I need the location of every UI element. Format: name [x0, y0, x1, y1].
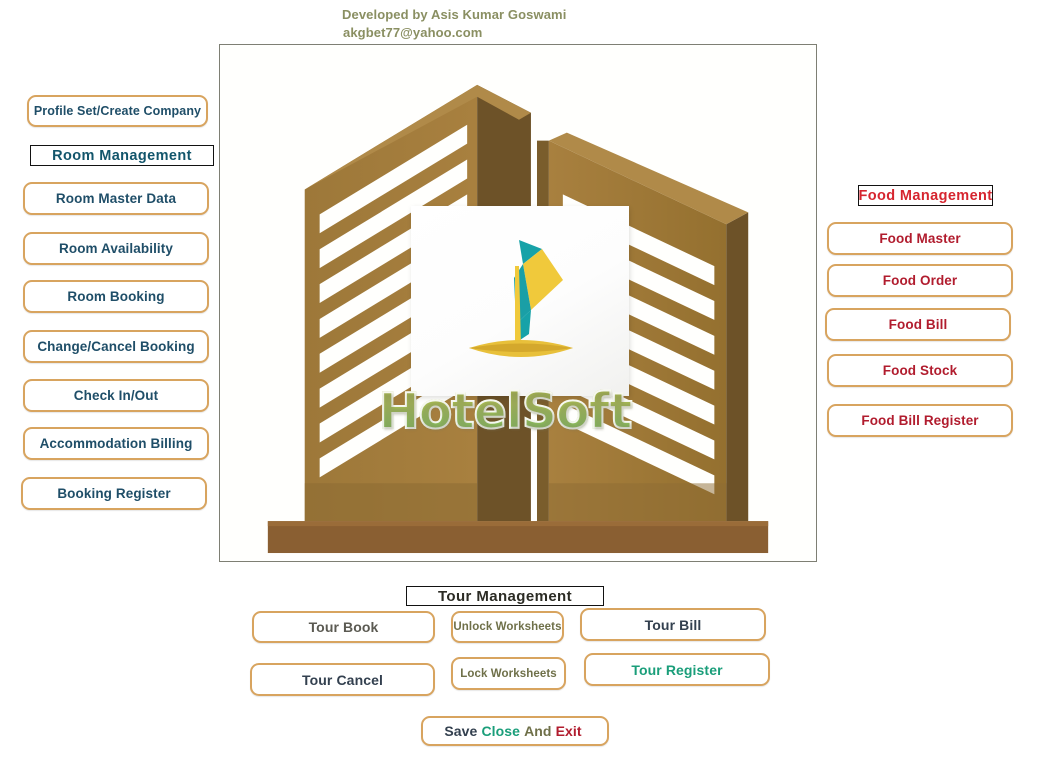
check-in-out-button[interactable]: Check In/Out: [23, 379, 209, 412]
tour-management-header: Tour Management: [406, 586, 604, 606]
profile-set-create-company-button[interactable]: Profile Set/Create Company: [27, 95, 208, 127]
lock-worksheets-button[interactable]: Lock Worksheets: [451, 657, 566, 690]
save-word: Save: [444, 723, 478, 739]
tour-book-button[interactable]: Tour Book: [252, 611, 435, 643]
developer-credit: Developed by Asis Kumar Goswami akgbet77…: [342, 6, 672, 42]
room-booking-button[interactable]: Room Booking: [23, 280, 209, 313]
food-order-button[interactable]: Food Order: [827, 264, 1013, 297]
developer-name: Developed by Asis Kumar Goswami: [342, 7, 567, 22]
sailboat-icon: [469, 240, 573, 357]
tour-bill-button[interactable]: Tour Bill: [580, 608, 766, 641]
tour-register-button[interactable]: Tour Register: [584, 653, 770, 686]
save-close-and-exit-button[interactable]: Save Close And Exit: [421, 716, 609, 746]
accommodation-billing-button[interactable]: Accommodation Billing: [23, 427, 209, 460]
close-word: Close: [481, 723, 521, 739]
food-master-button[interactable]: Food Master: [827, 222, 1013, 255]
booking-register-button[interactable]: Booking Register: [21, 477, 207, 510]
food-management-header: Food Management: [858, 185, 993, 206]
sailboat-logo-card: [411, 206, 629, 396]
room-availability-button[interactable]: Room Availability: [23, 232, 209, 265]
change-cancel-booking-button[interactable]: Change/Cancel Booking: [23, 330, 209, 363]
exit-word: Exit: [555, 723, 582, 739]
hotelsoft-wordmark: HotelSoft: [360, 382, 650, 441]
and-word: And: [524, 723, 552, 739]
food-bill-button[interactable]: Food Bill: [825, 308, 1011, 341]
room-management-header: Room Management: [30, 145, 214, 166]
food-stock-button[interactable]: Food Stock: [827, 354, 1013, 387]
unlock-worksheets-button[interactable]: Unlock Worksheets: [451, 611, 564, 643]
food-bill-register-button[interactable]: Food Bill Register: [827, 404, 1013, 437]
room-master-data-button[interactable]: Room Master Data: [23, 182, 209, 215]
developer-email: akgbet77@yahoo.com: [343, 25, 483, 40]
tour-cancel-button[interactable]: Tour Cancel: [250, 663, 435, 696]
